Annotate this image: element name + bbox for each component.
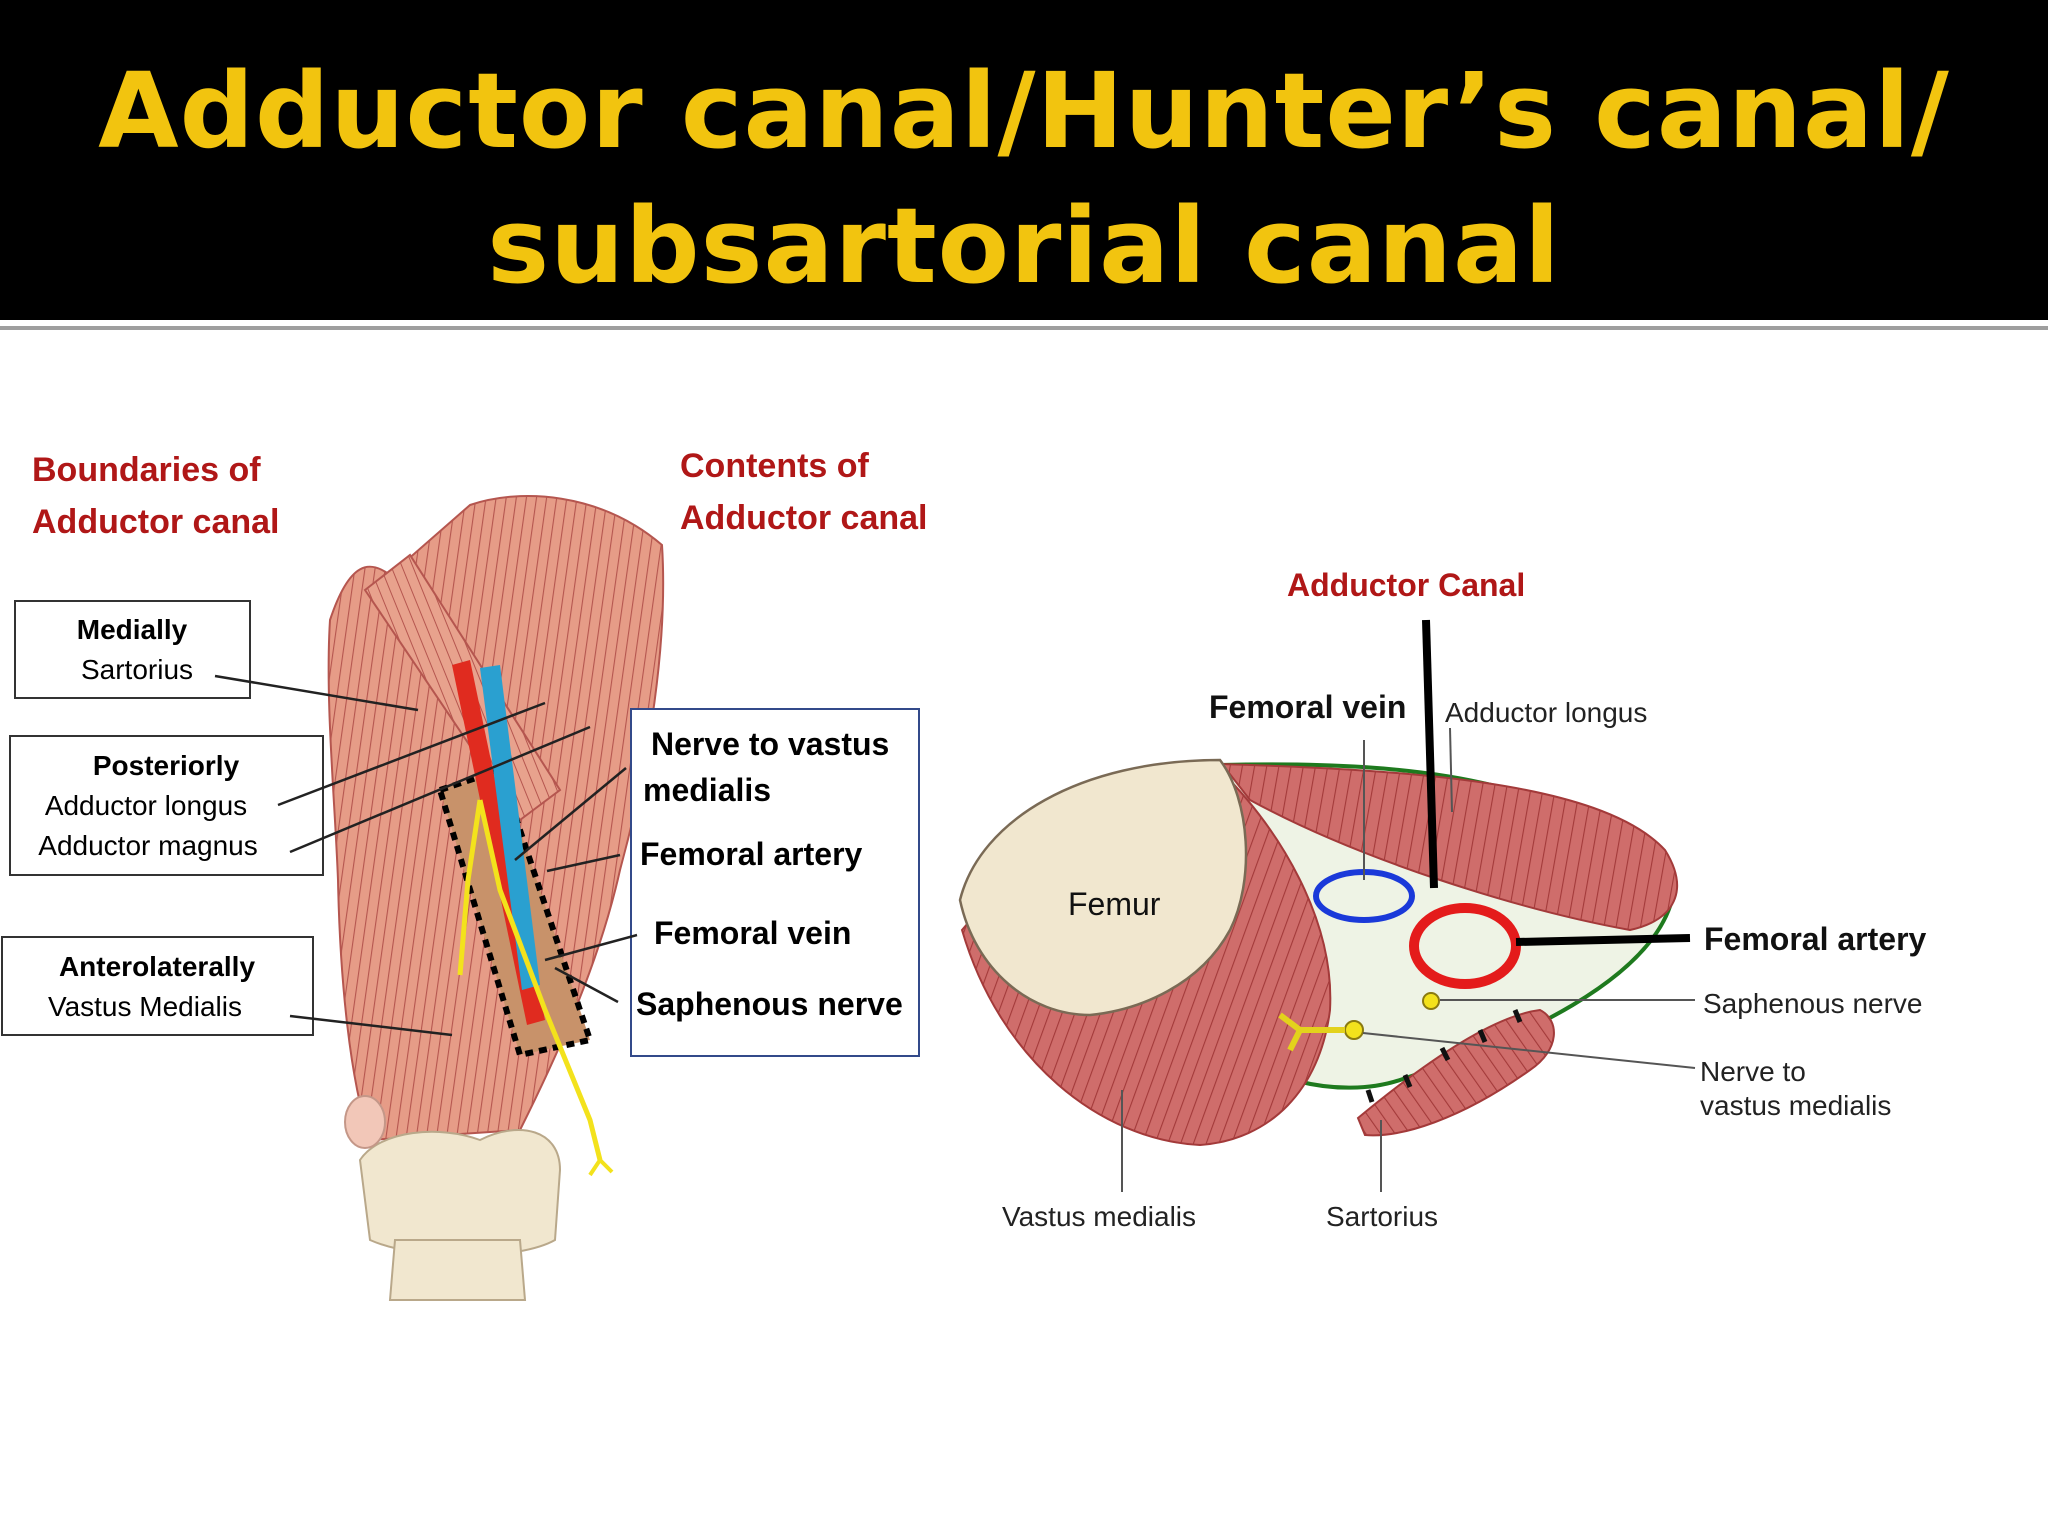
sartorius-label: Sartorius: [1326, 1201, 1438, 1232]
contents-heading-line-2: Adductor canal: [680, 499, 927, 537]
boundaries-heading-line-2: Adductor canal: [32, 503, 279, 541]
femoral-artery-section: [1409, 903, 1521, 989]
content-femoral-artery: Femoral artery: [640, 836, 863, 872]
boundary-box-medially: [14, 600, 251, 699]
nerve-to-vastus-branches: [1278, 1012, 1345, 1052]
content-saphenous-nerve: Saphenous nerve: [636, 986, 903, 1022]
adductor-canal-label: Adductor Canal: [1287, 567, 1525, 603]
slide-title-line-2: subsartorial canal: [487, 185, 1561, 307]
boundary-posteriorly-heading: Posteriorly: [93, 750, 240, 781]
femoral-artery-label: Femoral artery: [1704, 921, 1927, 957]
saphenous-nerve-label: Saphenous nerve: [1703, 988, 1923, 1019]
content-femoral-vein: Femoral vein: [654, 915, 851, 951]
boundary-posteriorly-item-2: Adductor magnus: [38, 830, 257, 861]
title-divider: [0, 326, 2048, 330]
canal-roof-ticks: [1365, 1009, 1523, 1103]
boundaries-heading-line-1: Boundaries of: [32, 451, 261, 489]
boundary-box-anterolaterally: [1, 936, 314, 1036]
left-leader-lines: [214, 674, 638, 1037]
slide-title-line-1: Adductor canal/Hunter’s canal/: [98, 50, 1950, 172]
boundary-medially-item: Sartorius: [81, 654, 193, 685]
nerve-to-vastus-label-line-1: Nerve to: [1700, 1056, 1806, 1087]
boundary-posteriorly-item-1: Adductor longus: [45, 790, 247, 821]
adductor-longus-label: Adductor longus: [1445, 697, 1647, 728]
contents-box: [630, 708, 920, 1057]
boundary-medially-heading: Medially: [77, 614, 188, 645]
nerve-to-vastus-section: [1344, 1020, 1364, 1040]
thigh-illustration: [327, 495, 665, 1301]
femoral-vein-label: Femoral vein: [1209, 689, 1406, 725]
boundary-box-posteriorly: [9, 735, 324, 876]
boundary-anterolaterally-heading: Anterolaterally: [59, 951, 255, 982]
femur-label: Femur: [1068, 886, 1161, 922]
cross-section: [958, 758, 1679, 1147]
content-nerve-to-vastus-line-1: Nerve to vastus: [651, 726, 889, 762]
right-leader-lines: [1121, 619, 1696, 1192]
nerve-to-vastus-label-line-2: vastus medialis: [1700, 1090, 1891, 1121]
title-bar: Adductor canal/Hunter’s canal/ subsartor…: [0, 0, 2048, 320]
content-nerve-to-vastus-line-2: medialis: [643, 772, 771, 808]
saphenous-nerve-section: [1422, 992, 1440, 1010]
vastus-medialis-label: Vastus medialis: [1002, 1201, 1196, 1232]
contents-heading-line-1: Contents of: [680, 447, 870, 485]
boundary-anterolaterally-item: Vastus Medialis: [48, 991, 242, 1022]
